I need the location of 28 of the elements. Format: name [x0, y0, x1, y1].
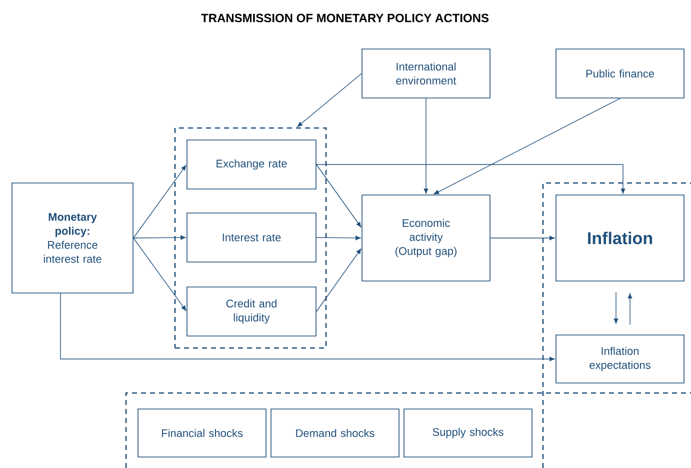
inflation-box: Inflation	[556, 194, 684, 282]
text-box: Inflation expectations	[556, 334, 684, 384]
arrow	[133, 238, 186, 311]
text-box: Economic activity (Output gap)	[362, 194, 490, 282]
arrow	[316, 236, 361, 240]
arrow	[316, 164, 362, 228]
text-box: Supply shocks	[404, 408, 532, 458]
arrow	[424, 98, 428, 194]
title: TRANSMISSION OF MONETARY POLICY ACTIONS	[201, 14, 489, 22]
text-box: Demand shocks	[270, 408, 400, 458]
arrow	[60, 293, 555, 362]
arrow	[297, 73, 362, 127]
channel-group-frame	[174, 127, 327, 349]
arrow	[133, 165, 186, 238]
arrow	[628, 293, 632, 325]
arrow	[434, 98, 620, 194]
arrow	[490, 236, 555, 240]
text-box: Credit and liquidity	[186, 286, 316, 336]
arrow	[133, 235, 186, 240]
text-box: Financial shocks	[138, 408, 266, 458]
text-box: Public finance	[556, 48, 684, 98]
text-box: International environment	[362, 48, 490, 98]
text-box: Interest rate	[186, 212, 316, 262]
policy-box: Monetary policy: Reference interest rate	[12, 182, 134, 294]
arrow	[316, 248, 362, 312]
arrow	[316, 164, 626, 194]
arrow	[614, 292, 618, 324]
text-box: Exchange rate	[186, 140, 316, 190]
